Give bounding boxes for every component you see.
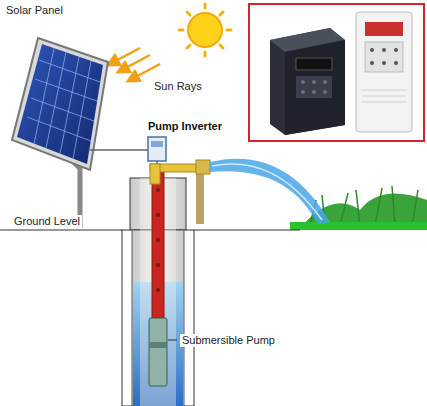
callout-label: Submersible Pump [180, 334, 277, 347]
solar-panel [12, 38, 148, 228]
riser-pipe [150, 160, 210, 318]
ground-line [194, 230, 300, 231]
part-label: Solar Panel [4, 4, 65, 17]
ground-line [0, 230, 122, 231]
part-label: Ground Level [12, 215, 82, 228]
part-label: Sun Rays [152, 80, 204, 93]
inverter-photo-frame [249, 4, 424, 141]
water-jet [210, 159, 330, 224]
submersible-pump [149, 318, 177, 386]
sun [179, 4, 231, 56]
water-jet-highlight [212, 164, 322, 220]
leader-line [168, 340, 177, 341]
sun-ray-arrows [108, 48, 160, 81]
part-label: Pump Inverter [146, 120, 224, 133]
